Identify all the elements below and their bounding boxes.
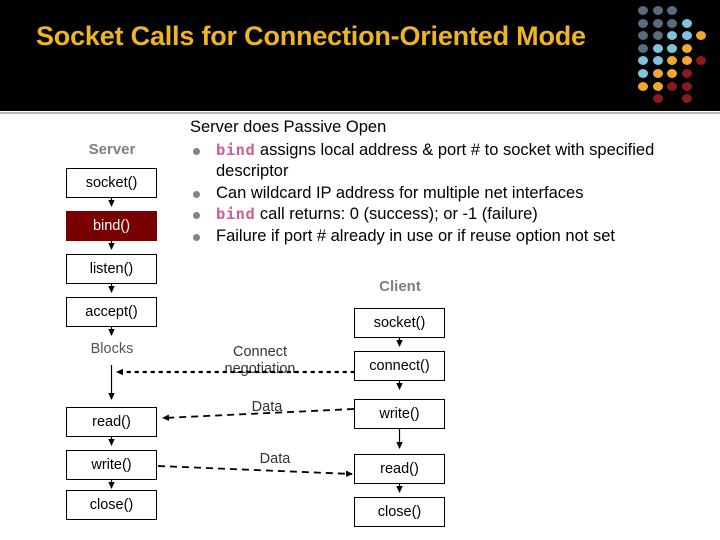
decoration-dot [681, 56, 692, 66]
decoration-dot [667, 6, 677, 15]
server-step-listen[interactable]: listen() [66, 254, 157, 284]
decoration-dot [681, 69, 692, 78]
client-step-read[interactable]: read() [354, 454, 445, 484]
decoration-dot [667, 69, 677, 78]
slide-header: Socket Calls for Connection-Oriented Mod… [0, 0, 720, 111]
content-text-block: Server does Passive Open bind assigns lo… [190, 117, 716, 247]
decoration-dot [696, 31, 706, 41]
client-step-socket[interactable]: socket() [354, 308, 445, 338]
bullet-item: bind assigns local address & port # to s… [190, 140, 716, 183]
server-blocks-label: Blocks [90, 341, 134, 357]
decoration-dot [638, 43, 648, 53]
decoration-dot [638, 6, 648, 15]
decoration-dot [652, 94, 663, 104]
decoration-dot [638, 31, 648, 41]
decoration-dot [638, 18, 648, 28]
decoration-dot [652, 56, 663, 66]
decoration-dot [667, 31, 677, 41]
bullet-point-icon [193, 147, 200, 155]
decoration-dot [652, 69, 663, 78]
decoration-dot [681, 18, 692, 28]
server-step-bind[interactable]: bind() [66, 211, 157, 241]
server-step-close-lower[interactable]: close() [66, 490, 157, 520]
client-step-close[interactable]: close() [354, 497, 445, 527]
server-column-heading: Server [88, 141, 136, 158]
decoration-dot [696, 56, 706, 66]
decoration-dot [667, 56, 677, 66]
inline-code: bind [216, 140, 256, 159]
decoration-dot [681, 31, 692, 41]
page-title: Socket Calls for Connection-Oriented Mod… [36, 21, 586, 51]
server-step-accept[interactable]: accept() [66, 297, 157, 327]
bullet-text: assigns local address & port # to socket… [216, 140, 655, 181]
decoration-dot [638, 56, 648, 66]
dot-grid-decoration [638, 6, 720, 106]
inline-code: bind [216, 205, 256, 223]
decoration-dot [667, 43, 677, 53]
decoration-dot [681, 43, 692, 53]
client-column-heading: Client [379, 278, 421, 295]
content-heading: Server does Passive Open [190, 118, 387, 136]
server-step-socket[interactable]: socket() [66, 168, 157, 198]
decoration-dot [638, 69, 648, 78]
bullet-point-icon [193, 212, 200, 219]
decoration-dot [652, 81, 663, 91]
bullet-list: bind assigns local address & port # to s… [190, 140, 716, 248]
client-step-write[interactable]: write() [354, 399, 445, 429]
message-label-data-upstream: Data [251, 399, 283, 415]
decoration-dot [681, 81, 692, 91]
decoration-dot [652, 18, 663, 28]
decoration-dot [667, 81, 677, 91]
decoration-dot [652, 31, 663, 41]
bullet-text: Can wildcard IP address for multiple net… [216, 183, 584, 202]
server-step-write-lower[interactable]: write() [66, 450, 157, 480]
bullet-item: Can wildcard IP address for multiple net… [190, 183, 716, 205]
bullet-text: call returns: 0 (success); or -1 (failur… [255, 205, 538, 223]
client-step-connect[interactable]: connect() [354, 351, 445, 381]
bullet-point-icon [193, 190, 200, 198]
message-label-data-downstream: Data [259, 451, 291, 467]
decoration-dot [681, 94, 692, 104]
bullet-point-icon [193, 233, 200, 241]
bullet-text: Failure if port # already in use or if r… [216, 226, 615, 245]
message-label-connect-negotiation: Connect negotiation [224, 344, 296, 377]
bullet-item: Failure if port # already in use or if r… [190, 226, 716, 248]
header-divider [0, 112, 720, 114]
bullet-item: bind call returns: 0 (success); or -1 (f… [190, 204, 716, 226]
decoration-dot [667, 18, 677, 28]
server-step-read-lower[interactable]: read() [66, 407, 157, 437]
decoration-dot [638, 81, 648, 91]
decoration-dot [652, 6, 663, 15]
decoration-dot [652, 43, 663, 53]
